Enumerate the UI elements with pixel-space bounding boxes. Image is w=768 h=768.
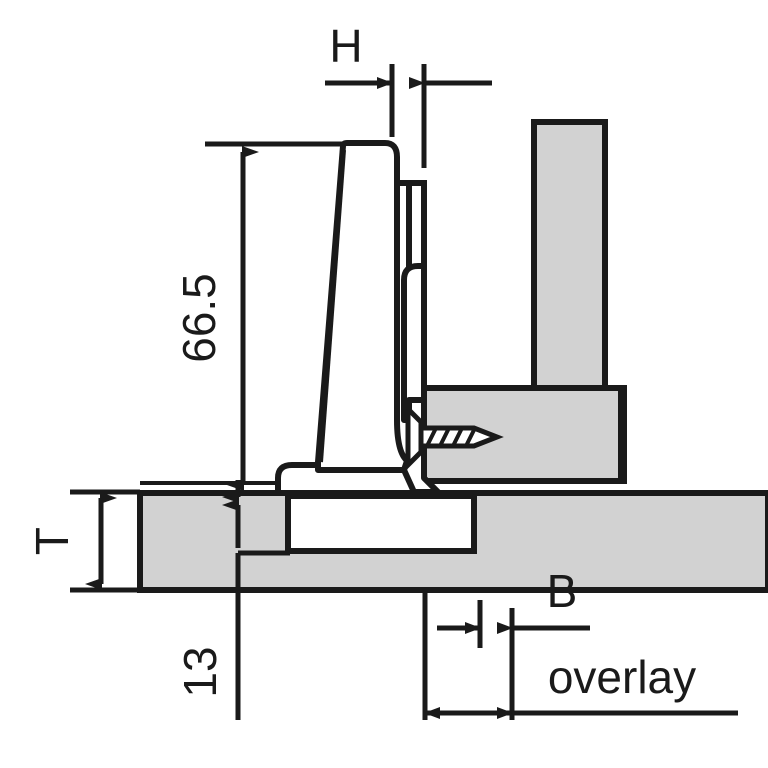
dimension-label-b: B: [547, 565, 578, 617]
dimension-13: 13: [174, 480, 290, 720]
dimension-66-5: 66.5: [173, 141, 345, 496]
dimension-t: T: [26, 489, 140, 593]
dimension-label-66-5: 66.5: [173, 273, 225, 363]
cabinet-side-panel: [531, 119, 608, 393]
dimension-label-h: H: [329, 20, 362, 72]
dimension-label-13: 13: [174, 646, 226, 697]
dimension-b: B: [422, 565, 590, 720]
dimension-h: H: [325, 20, 492, 168]
dimension-overlay: overlay: [424, 651, 738, 719]
mounting-screw: [405, 402, 504, 472]
hinge-arm-inner-edge: [317, 149, 346, 463]
shelf-top-edges: [424, 385, 624, 481]
mounting-plate-tongue: [401, 263, 427, 423]
dimension-label-t: T: [26, 527, 78, 555]
dimension-label-overlay: overlay: [548, 651, 696, 703]
hinge-cup-boring: [285, 493, 477, 554]
